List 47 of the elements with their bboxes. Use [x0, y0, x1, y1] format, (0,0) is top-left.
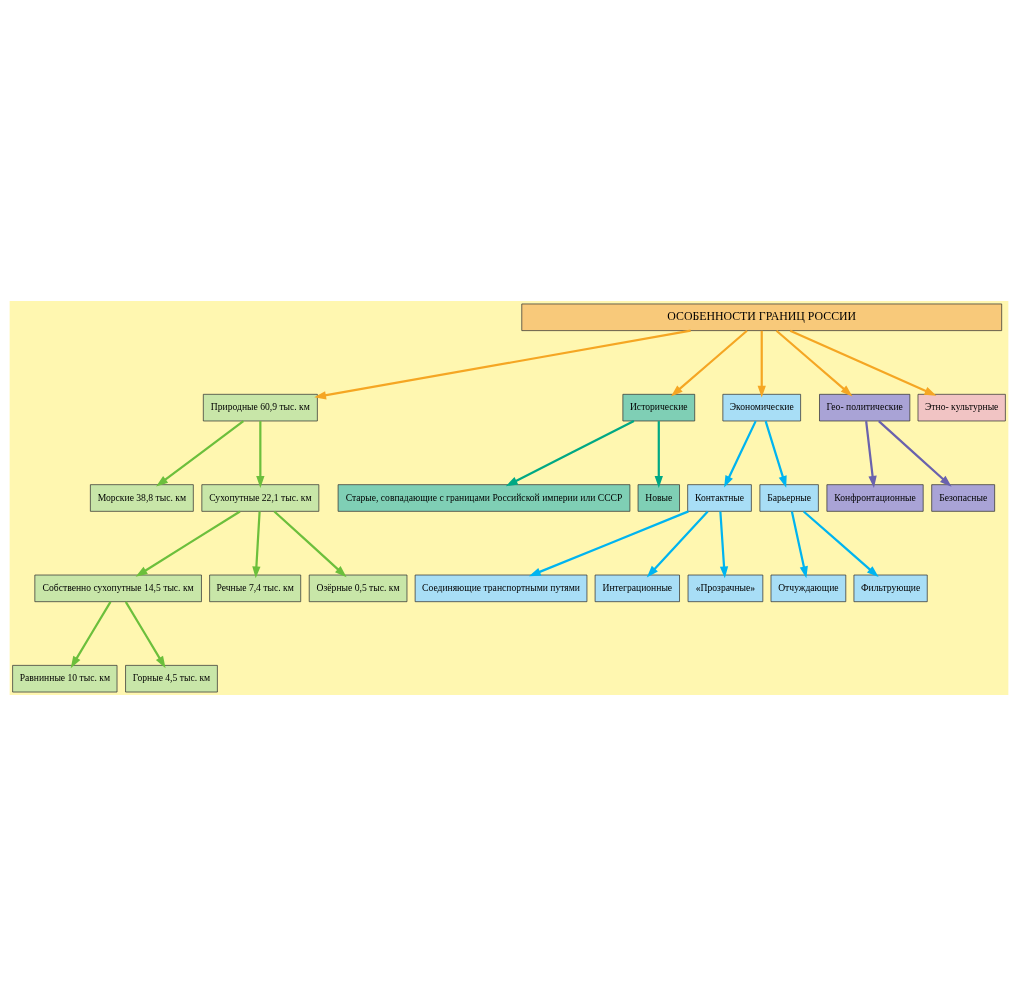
- node-box: Фильтрующие: [853, 574, 928, 603]
- arrow: [273, 510, 347, 578]
- node-box: Отчуждающие: [770, 574, 846, 603]
- arrow: [313, 329, 691, 400]
- arrow: [877, 420, 952, 487]
- node-box: Этно- культурные: [917, 393, 1006, 422]
- arrow: [528, 510, 689, 577]
- node-box: Сухопутные 22,1 тыс. км: [200, 484, 319, 512]
- arrow: [505, 420, 634, 487]
- arrow: [775, 329, 852, 397]
- node-box: Экономические: [722, 393, 801, 422]
- arrow: [135, 510, 241, 577]
- node-box: Равнинные 10 тыс. км: [11, 665, 117, 693]
- arrow: [124, 601, 166, 669]
- node-box: Безопасные: [930, 484, 995, 512]
- node-box: Контактные: [686, 484, 752, 512]
- arrow: [757, 330, 766, 398]
- arrow: [718, 511, 728, 579]
- node-box: «Прозрачные»: [687, 574, 763, 603]
- arrow: [255, 421, 264, 488]
- arrow: [654, 421, 663, 488]
- arrow: [802, 510, 879, 578]
- arrow: [864, 421, 877, 488]
- node-box: Интеграционные: [594, 574, 680, 603]
- node-box: Новые: [637, 484, 680, 512]
- node-box: Озёрные 0,5 тыс. км: [308, 574, 407, 603]
- node-box: ОСОБЕННОСТИ ГРАНИЦ РОССИИ: [520, 303, 1002, 331]
- arrow: [789, 329, 936, 396]
- arrow: [790, 511, 808, 579]
- node-box: Старые, совпадающие с границами Российской империи или СССР: [337, 484, 630, 512]
- node-box: Исторические: [622, 393, 695, 422]
- arrow: [251, 511, 261, 579]
- node-box: Конфронтационные: [826, 484, 924, 512]
- node-box: Гео- политические: [818, 393, 910, 422]
- node-box: Горные 4,5 тыс. км: [124, 665, 218, 693]
- node-box: Морские 38,8 тыс. км: [89, 484, 194, 512]
- arrow: [670, 329, 748, 397]
- node-box: Речные 7,4 тыс. км: [208, 574, 301, 603]
- arrow: [646, 510, 709, 578]
- node-box: Природные 60,9 тыс. км: [202, 393, 318, 422]
- node-box: Собственно сухопутные 14,5 тыс. км: [33, 574, 202, 603]
- arrow: [723, 420, 757, 488]
- arrow: [764, 420, 787, 488]
- node-box: Барьерные: [759, 484, 819, 512]
- arrow: [70, 601, 111, 669]
- arrow: [155, 420, 244, 487]
- node-box: Соединяющие транспортными путями: [414, 574, 587, 603]
